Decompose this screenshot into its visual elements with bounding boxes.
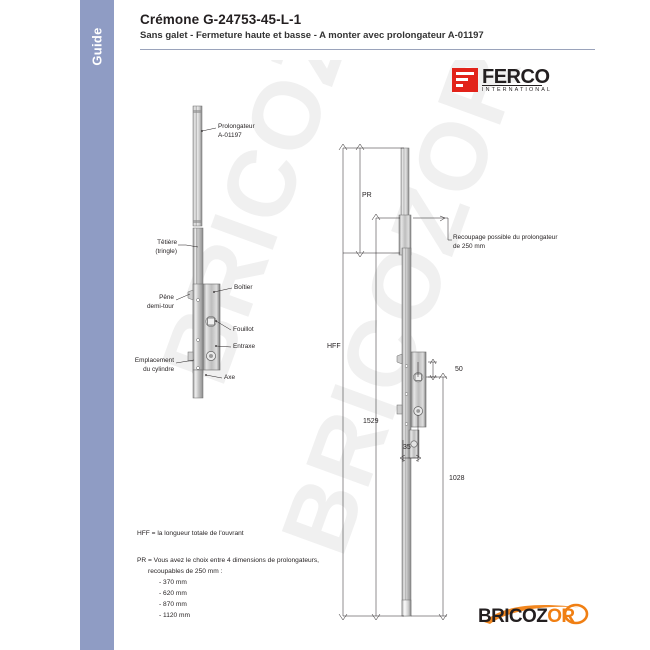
right-assembly — [396, 147, 427, 617]
bricozor-swoosh-icon — [484, 603, 589, 625]
label-pene: Pêne demi-tour — [147, 294, 174, 310]
note-pr-value-2: - 870 mm — [159, 601, 187, 608]
label-entraxe: Entraxe — [233, 343, 256, 350]
note-hff: HFF = la longueur totale de l'ouvrant — [137, 530, 244, 537]
note-pr-value-1: - 620 mm — [159, 590, 187, 597]
label-tetiere: Têtière (tringle) — [155, 239, 177, 255]
note-pr-intro: PR = Vous avez le choix entre 4 dimensio… — [137, 557, 319, 564]
dim-50: 50 — [455, 366, 463, 373]
dim-pr: PR — [362, 192, 372, 199]
note-pr-value-0: - 370 mm — [159, 579, 187, 586]
callout-recoupage: Recoupage possible du prolongateur de 25… — [453, 234, 558, 250]
ferco-mark-icon — [452, 68, 478, 92]
dimension-lines — [338, 143, 452, 621]
bricozor-logo: BRICOZOR — [478, 600, 596, 634]
ferco-logo: FERCO INTERNATIONAL — [452, 66, 550, 98]
page-subtitle: Sans galet - Fermeture haute et basse - … — [140, 30, 484, 41]
label-emplacement-cylindre: Emplacement du cylindre — [134, 357, 174, 373]
left-assembly — [175, 105, 233, 399]
label-prolongateur: Prolongateur A-01197 — [218, 123, 255, 139]
ferco-tagline: INTERNATIONAL — [482, 87, 553, 93]
label-axe: Axe — [224, 374, 236, 381]
note-pr-value-3: - 1120 mm — [159, 612, 191, 619]
ferco-rule — [482, 85, 542, 86]
note-pr-intro2: recoupables de 250 mm : — [148, 568, 223, 575]
label-fouillot: Fouillot — [233, 326, 254, 333]
page-title: Crémone G-24753-45-L-1 — [140, 12, 302, 27]
bricozor-wordmark: BRICOZOR — [478, 606, 575, 627]
ferco-wordmark: FERCO — [482, 66, 550, 88]
header-divider — [140, 49, 595, 50]
dim-35: 35 — [403, 444, 411, 451]
label-boitier: Boîtier — [234, 284, 253, 291]
dim-hff: HFF — [327, 343, 341, 350]
dim-1028: 1028 — [449, 475, 465, 482]
dim-1529: 1529 — [363, 418, 379, 425]
guide-sidebar — [80, 0, 114, 650]
